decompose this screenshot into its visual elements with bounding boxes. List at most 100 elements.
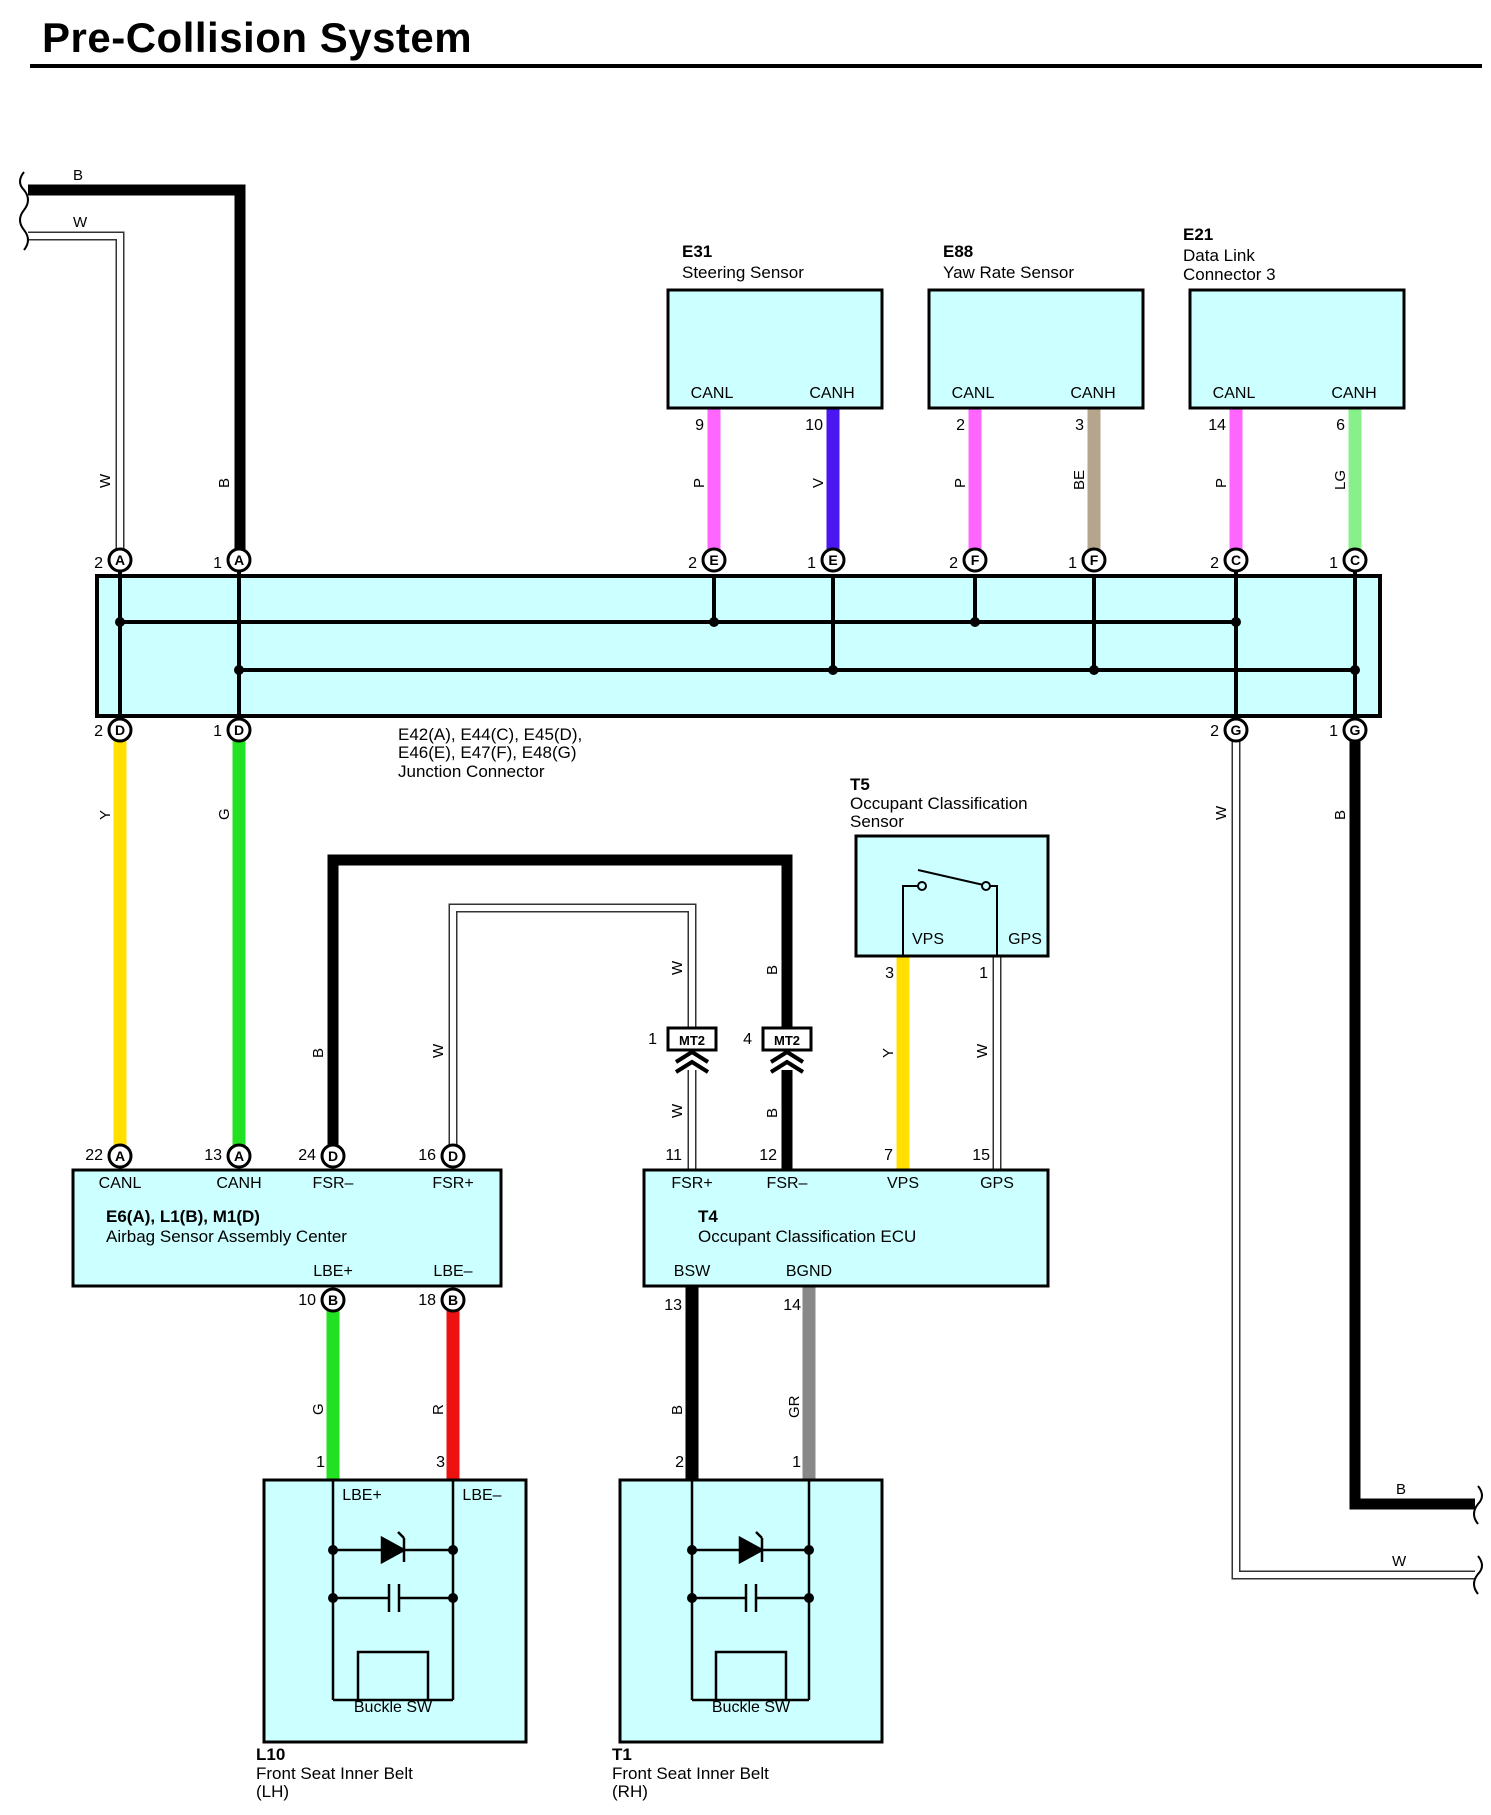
junction-codes-1: E42(A), E44(C), E45(D), <box>398 725 582 744</box>
page-title: Pre-Collision System <box>42 14 473 61</box>
t5-box <box>854 834 1050 958</box>
wire-label-g: G <box>216 808 233 820</box>
junction-top-connector-7: C <box>1342 547 1368 573</box>
wire-b-top-left <box>28 184 246 560</box>
junction-top-connector-3-letter: E <box>828 552 837 568</box>
airbag-bottom-connector-0: B <box>320 1287 346 1313</box>
airbag-term-lbe-plus: LBE+ <box>313 1263 353 1280</box>
t1-name-2: (RH) <box>612 1782 648 1801</box>
wire-label-t5-y: Y <box>880 1048 897 1058</box>
t4-pin-12: 12 <box>759 1147 777 1164</box>
wire-label-w-right-end: W <box>1392 1553 1407 1570</box>
junction-dots <box>115 617 1360 675</box>
airbag-top-connector-1: A <box>226 1143 252 1169</box>
jc-pin-c2: 2 <box>1210 555 1219 572</box>
wire-label-lbe-g: G <box>310 1403 327 1415</box>
t1-pin-2: 2 <box>675 1454 684 1471</box>
junction-top-connector-6-letter: C <box>1231 552 1241 568</box>
e31-term-canl: CANL <box>691 385 734 402</box>
wire-w-top-left <box>28 233 123 560</box>
mt2-label-1: MT2 <box>679 1033 705 1048</box>
wire-label-fsr-minus-b: B <box>310 1048 327 1058</box>
wire-b-right <box>1349 730 1475 1510</box>
t4-pin-11: 11 <box>665 1147 682 1164</box>
l10-term-lbe-plus: LBE+ <box>342 1487 382 1504</box>
e21-name-2: Connector 3 <box>1183 265 1276 284</box>
t4-code: T4 <box>698 1207 718 1226</box>
wire-label-e31-v: V <box>810 478 827 488</box>
e31-pin-10: 10 <box>805 417 823 434</box>
t4-pin-7: 7 <box>884 1147 893 1164</box>
e88-term-canh: CANH <box>1070 385 1115 402</box>
break-mark-right <box>1473 1485 1483 1595</box>
e88-name: Yaw Rate Sensor <box>943 263 1074 282</box>
mt2-connector-2 <box>761 1026 813 1074</box>
airbag-code: E6(A), L1(B), M1(D) <box>106 1207 260 1226</box>
jc-pin-f1: 1 <box>1068 555 1077 572</box>
e21-box <box>1188 288 1406 410</box>
junction-bottom-connector-1: D <box>226 717 252 743</box>
wire-b-fsr-minus <box>327 854 793 1156</box>
airbag-top-connector-2-letter: D <box>328 1148 338 1164</box>
t5-pin-3: 3 <box>885 965 894 982</box>
wire-label-w-top: W <box>73 214 88 231</box>
t4-term-gps: GPS <box>980 1175 1014 1192</box>
wire-label-e21-p: P <box>1213 478 1230 488</box>
airbag-top-connector-3: D <box>440 1143 466 1169</box>
junction-internal <box>118 560 1357 730</box>
airbag-top-connector-2: D <box>320 1143 346 1169</box>
junction-box <box>95 574 1382 718</box>
airbag-pin-24: 24 <box>298 1147 316 1164</box>
junction-top-connector-4: F <box>962 547 988 573</box>
junction-top-connector-2-letter: E <box>709 552 718 568</box>
airbag-term-canl: CANL <box>99 1175 142 1192</box>
l10-pin-3: 3 <box>436 1454 445 1471</box>
airbag-pin-13: 13 <box>204 1147 222 1164</box>
wire-label-b-right-end: B <box>1396 1481 1406 1498</box>
e88-box <box>927 288 1145 410</box>
wire-label-w-left: W <box>97 473 114 488</box>
mt2-pin-2: 4 <box>743 1031 752 1048</box>
l10-name-2: (LH) <box>256 1782 289 1801</box>
wire-label-fsr-plus-w: W <box>430 1043 447 1058</box>
mt2-connector-1 <box>666 1026 718 1074</box>
wire-label-e21-lg: LG <box>1332 470 1349 490</box>
airbag-term-fsr-minus: FSR– <box>313 1175 354 1192</box>
t5-name-2: Sensor <box>850 812 904 831</box>
junction-top-connector-2: E <box>701 547 727 573</box>
airbag-box <box>71 1168 503 1288</box>
l10-buckle-sw: Buckle SW <box>354 1699 433 1716</box>
t4-name: Occupant Classification ECU <box>698 1227 916 1246</box>
wire-label-y: Y <box>97 810 114 820</box>
e31-term-canh: CANH <box>809 385 854 402</box>
t1-circuit <box>690 1480 811 1702</box>
e21-name-1: Data Link <box>1183 246 1255 265</box>
t4-pin-14: 14 <box>783 1297 801 1314</box>
wire-label-mt-b-lower: B <box>764 1108 781 1118</box>
wire-label-mt-w-lower: W <box>669 1103 686 1118</box>
t1-code: T1 <box>612 1745 632 1764</box>
wire-label-bsw-b: B <box>669 1405 686 1415</box>
wire-label-t5-w: W <box>974 1043 991 1058</box>
junction-top-connector-4-letter: F <box>971 552 980 568</box>
junction-bottom-connector-3-letter: G <box>1350 722 1361 738</box>
wire-label-e31-p: P <box>691 478 708 488</box>
e88-pin-2: 2 <box>956 417 965 434</box>
wire-label-b-left: B <box>216 478 233 488</box>
t1-pin-1: 1 <box>792 1454 801 1471</box>
e31-pin-9: 9 <box>695 417 704 434</box>
jc-pin-c1: 1 <box>1329 555 1338 572</box>
t4-term-bgnd: BGND <box>786 1263 832 1280</box>
t4-pin-13: 13 <box>664 1297 682 1314</box>
airbag-bottom-connector-1-letter: B <box>448 1292 458 1308</box>
e88-code: E88 <box>943 242 973 261</box>
jc-pin-d2: 2 <box>94 723 103 740</box>
wire-label-mt-b-upper: B <box>764 965 781 975</box>
e31-code: E31 <box>682 242 712 261</box>
airbag-top-connector-1-letter: A <box>234 1148 244 1164</box>
e88-term-canl: CANL <box>952 385 995 402</box>
airbag-top-connector-0: A <box>107 1143 133 1169</box>
title-rule <box>30 64 1482 68</box>
t4-term-bsw: BSW <box>674 1263 711 1280</box>
